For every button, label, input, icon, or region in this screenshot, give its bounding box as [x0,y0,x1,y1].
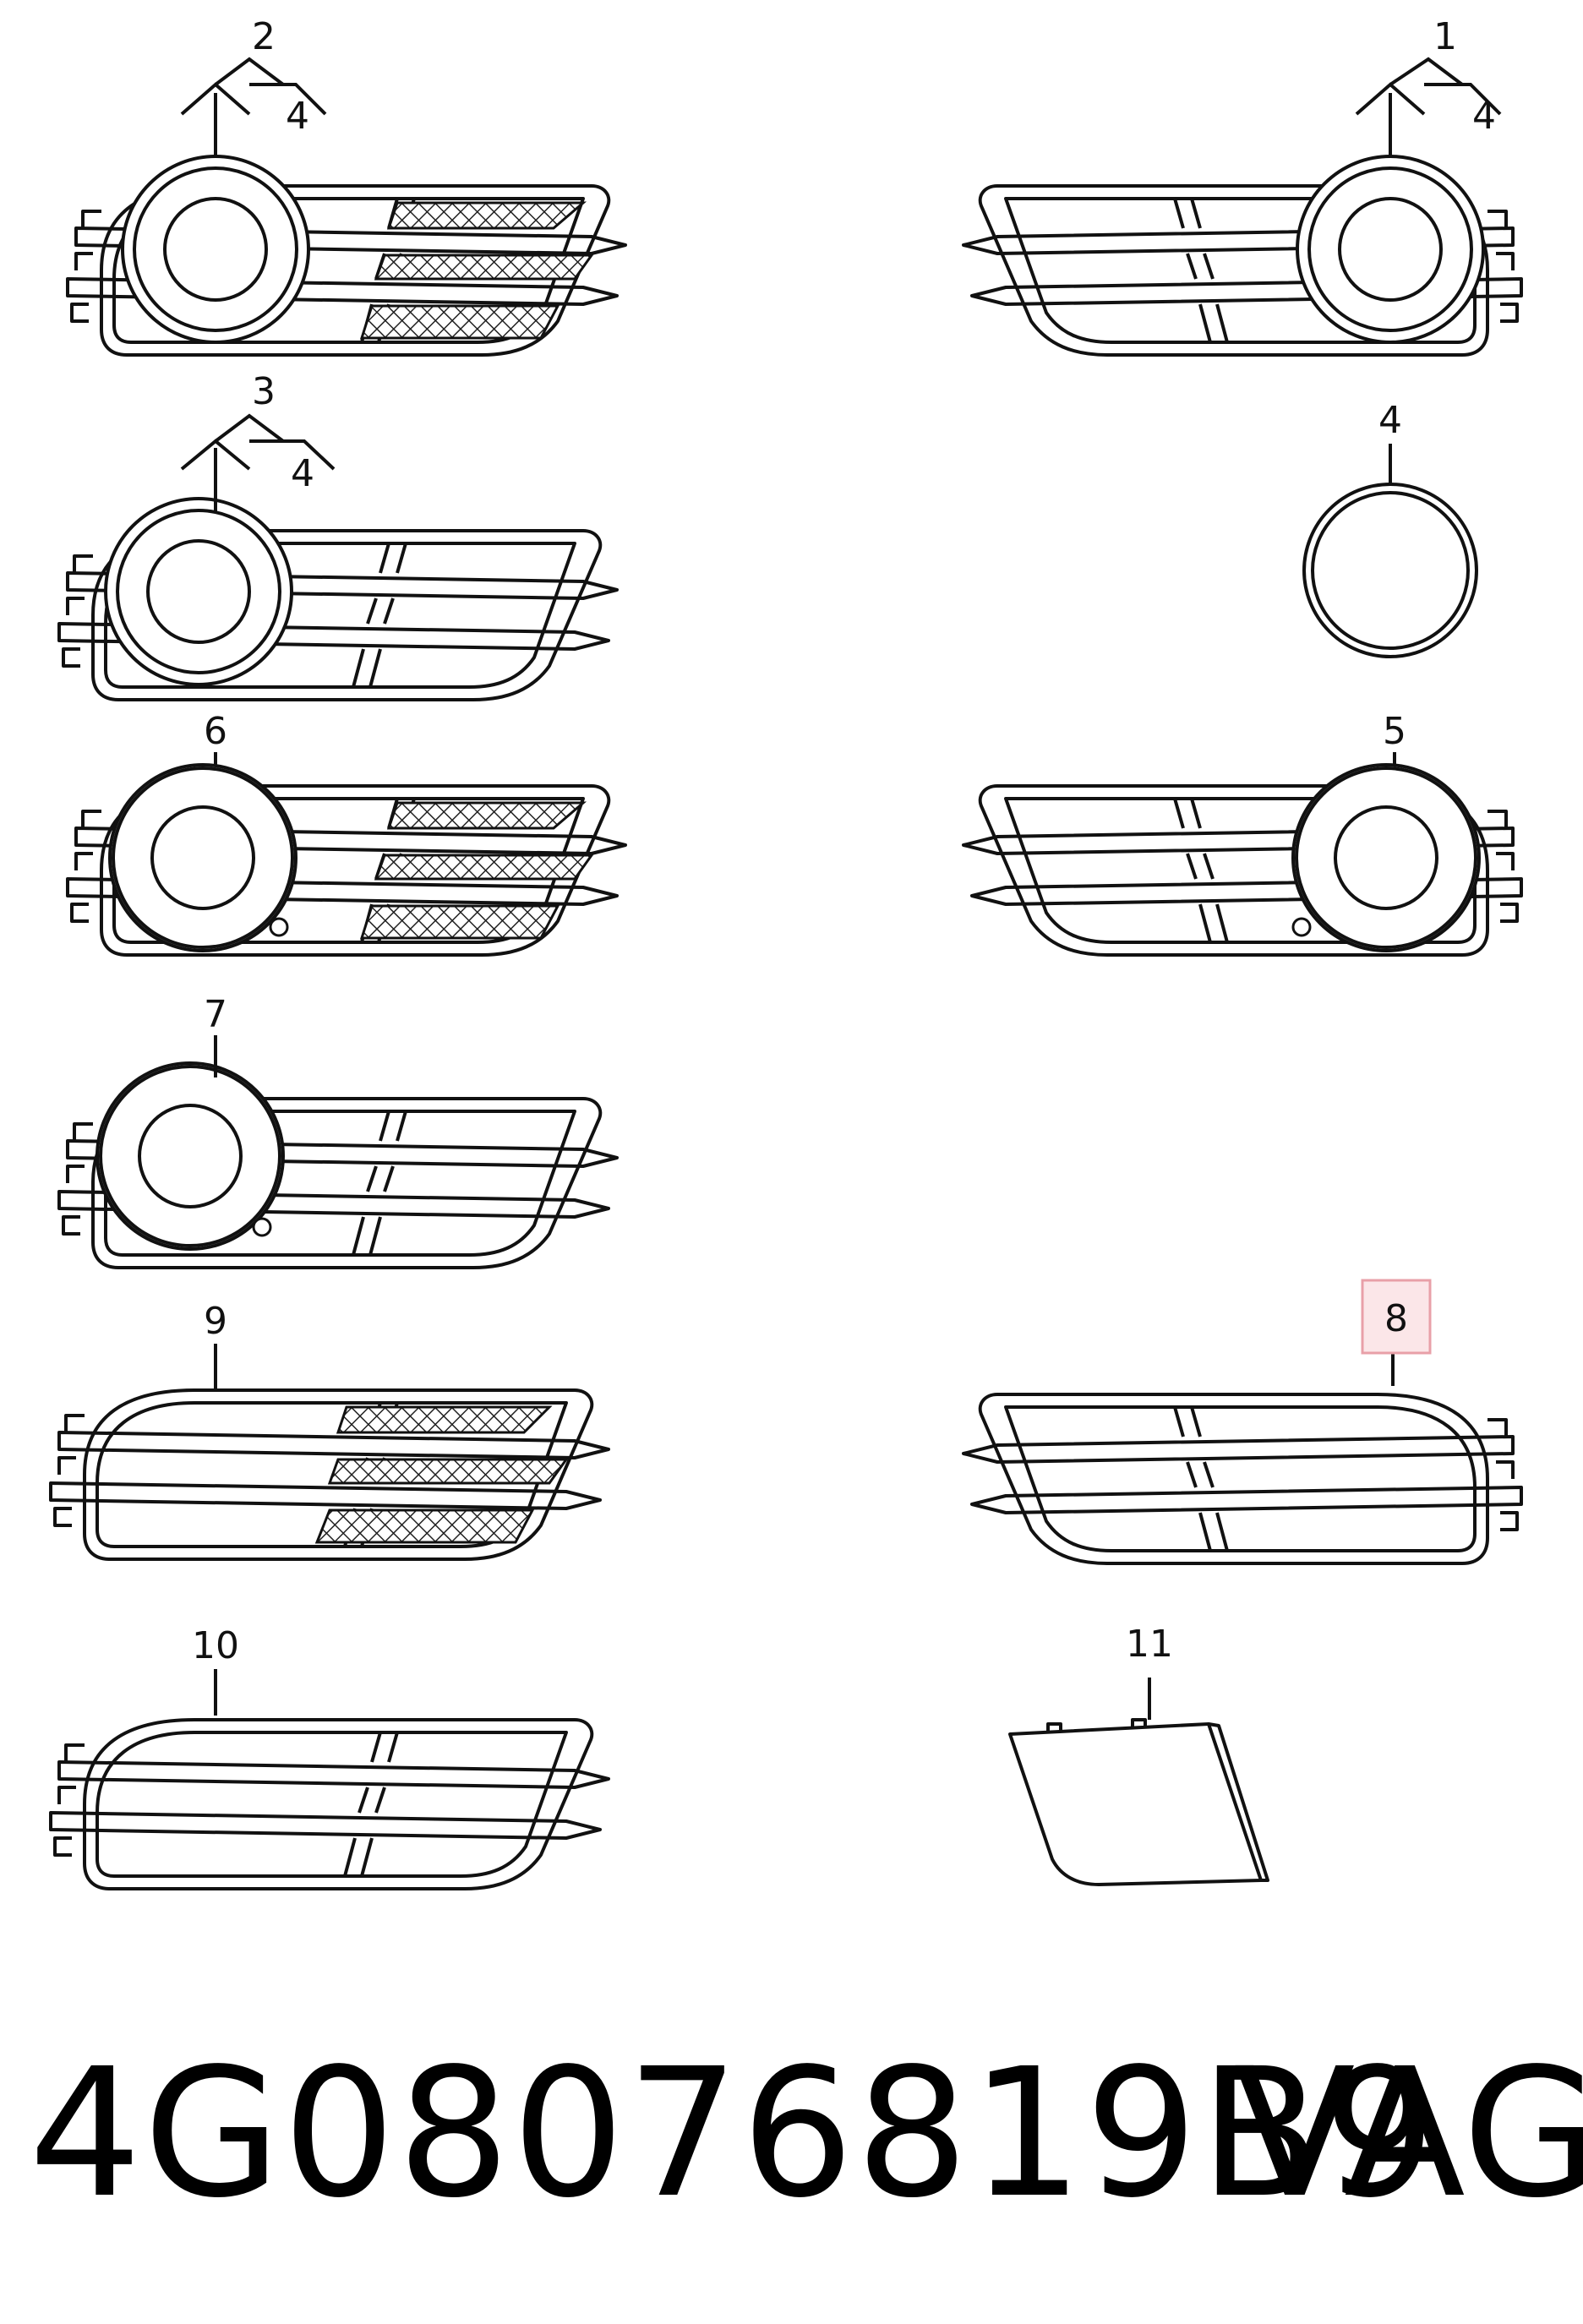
part-11-cover [1008,1678,1269,1886]
callout-4-on-1: 4 [1472,95,1496,138]
part-4-ring [1302,444,1478,658]
part-number: 4G08076819B9 [29,2030,1438,2237]
callout-11: 11 [1126,1623,1173,1666]
callout-6: 6 [204,710,227,753]
callout-3: 3 [252,370,276,413]
callout-4-on-2: 4 [286,95,309,138]
part-6-grille-with-ring [66,752,627,957]
callout-5: 5 [1383,710,1406,753]
part-10-grille [49,1669,610,1890]
callout-1: 1 [1433,15,1457,58]
callout-10: 10 [192,1624,239,1667]
part-3-grille-with-ring [57,413,619,701]
part-9-grille [49,1344,610,1561]
part-5-grille-with-ring [962,752,1523,957]
part-7-grille-with-ring [57,1035,619,1269]
callout-4-on-3: 4 [291,452,314,495]
part-8-grille [962,1352,1523,1565]
part-1-grille-with-ring [962,57,1523,357]
callout-7: 7 [204,993,227,1036]
callout-8[interactable]: 8 [1384,1297,1408,1340]
callout-9: 9 [204,1300,227,1343]
brand-name: VAG [1234,2030,1583,2237]
callout-8-highlight[interactable] [1361,1279,1432,1355]
callout-4: 4 [1378,399,1402,442]
callout-2: 2 [252,15,276,58]
part-2-grille-with-ring [66,57,627,357]
